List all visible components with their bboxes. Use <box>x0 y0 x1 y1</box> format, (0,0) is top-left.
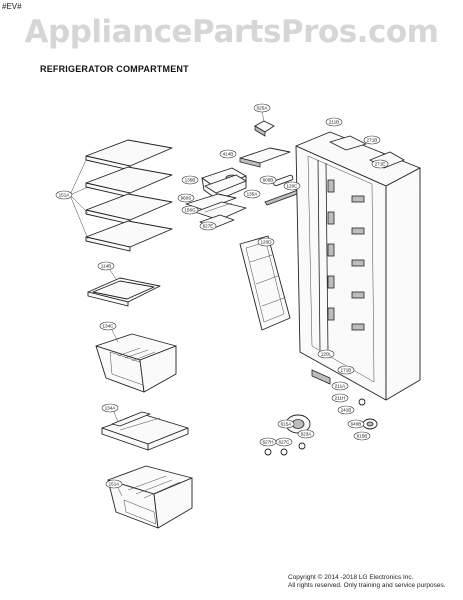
callout-label: 627E <box>203 224 214 229</box>
callout-sensor: 605B <box>259 175 277 185</box>
callout-shelves: 151A <box>55 190 73 200</box>
refrigerator-cabinet <box>295 131 421 401</box>
glass-shelf-2 <box>85 166 173 198</box>
callout-leveler: 615B <box>353 431 371 441</box>
glass-shelf-1 <box>85 139 173 171</box>
callout-case-sub: 135A <box>243 189 261 199</box>
sensor-part <box>273 174 294 187</box>
rail-mid <box>194 201 247 221</box>
callout-label: 135B <box>185 178 196 183</box>
callout-label: 615B <box>357 434 368 439</box>
callout-label: 134A <box>105 406 117 411</box>
callout-label: 625A <box>257 106 269 111</box>
crisper-cover <box>87 277 161 307</box>
light-bar <box>264 189 301 206</box>
callout-bottom-drawer: 151A <box>105 479 123 489</box>
callout-label: 114B <box>101 264 111 269</box>
callout-screw-1: 241B <box>337 405 355 415</box>
glass-shelf-3 <box>85 193 173 225</box>
callout-rail-small: 627E <box>199 221 217 231</box>
callout-rail-left: 960S <box>177 193 195 203</box>
callout-bracket-bottom: 134A <box>101 403 119 413</box>
callout-label: 120L <box>321 352 332 357</box>
callout-leg-front: 211A <box>331 381 349 391</box>
callout-label: 171B <box>341 368 352 373</box>
copyright-line: Copyright © 2014 -2018 LG Electronics In… <box>288 574 414 581</box>
diagram-title: REFRIGERATOR COMPARTMENT <box>40 64 189 74</box>
callout-label: 134C <box>103 324 115 329</box>
rights-line: All rights reserved. Only training and s… <box>288 582 446 589</box>
callout-foot-c: 623A <box>297 429 315 439</box>
glass-shelf-4 <box>85 220 173 252</box>
bottom-drawer <box>107 465 193 529</box>
rail-left <box>185 193 237 211</box>
callout-label: 627C <box>279 440 291 445</box>
page-tag: #EV# <box>2 2 22 11</box>
callout-lamp-housing: 414B <box>219 149 237 159</box>
callout-foot-b: 627C <box>275 437 293 447</box>
callout-hinge-cap: 271B <box>363 135 381 145</box>
callout-door-shelf: 120D <box>257 237 275 247</box>
callout-rail-mid: 156G <box>181 205 199 215</box>
callout-vegetable-drawer: 134C <box>99 321 117 331</box>
vegetable-drawer <box>95 333 177 393</box>
callout-label: 135A <box>247 192 259 197</box>
callout-label: 151A <box>109 482 121 487</box>
callout-damper: 211H <box>331 393 349 403</box>
callout-label: 640B <box>351 422 362 427</box>
callout-label: 151A <box>59 193 71 198</box>
callout-label: 271B <box>367 138 378 143</box>
callout-label: 211H <box>335 396 346 401</box>
lamp-cover <box>254 120 275 137</box>
callout-foot-a: 627H <box>259 437 277 447</box>
copyright-notice: Copyright © 2014 -2018 LG Electronics In… <box>288 574 458 590</box>
watermark: AppliancePartsPros.com <box>24 14 439 50</box>
callout-leg-rear: 171B <box>337 365 355 375</box>
callout-label: 960S <box>181 196 192 201</box>
callout-label: 605B <box>263 178 274 183</box>
callout-lamp-cover: 625A <box>253 103 271 113</box>
callout-label: 120D <box>261 240 273 245</box>
leveler-foot <box>362 418 378 430</box>
callout-label: 241B <box>341 408 352 413</box>
callout-label: 120C <box>287 184 299 189</box>
control-case-cover <box>204 174 247 194</box>
callout-light-bar: 120C <box>283 181 301 191</box>
callout-hinge-screw: 271E <box>371 159 389 169</box>
callout-label: 627H <box>263 440 274 445</box>
callout-label: 615A <box>281 422 293 427</box>
lamp-housing <box>239 147 291 168</box>
callout-label: 211A <box>335 384 346 389</box>
callout-case-main: 135B <box>181 175 199 185</box>
callout-label: 271E <box>375 162 386 167</box>
callout-roller: 615A <box>277 419 295 429</box>
callout-cabinet-top: 211B <box>325 117 343 127</box>
callout-label: 211B <box>329 120 339 125</box>
callout-label: 414B <box>223 152 234 157</box>
door-shelf-panel <box>239 235 291 331</box>
callout-label: 156G <box>184 208 196 213</box>
callout-cover-low: 120L <box>317 349 335 359</box>
callout-screw-2: 640B <box>347 419 365 429</box>
callout-label: 623A <box>301 432 313 437</box>
drawer-bracket <box>101 411 189 451</box>
callout-crisper-cover: 114B <box>97 261 115 271</box>
